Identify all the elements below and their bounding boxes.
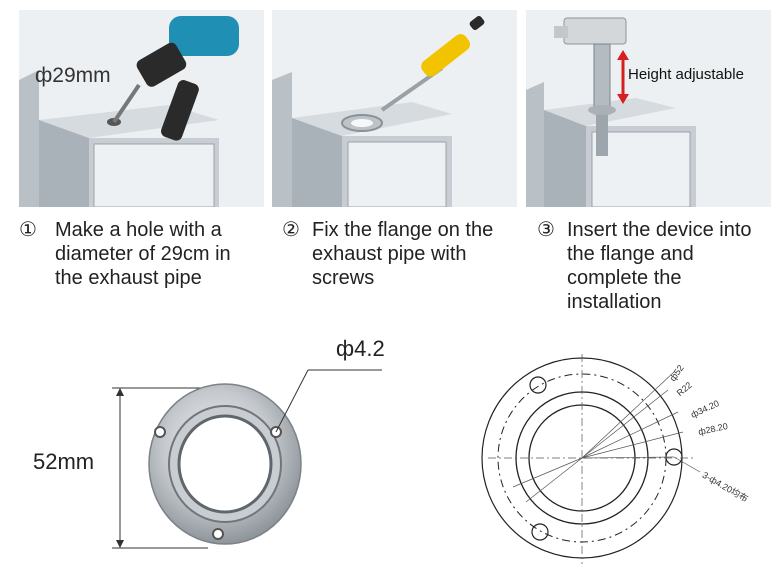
hole-diameter-label: ф29mm bbox=[35, 64, 111, 87]
step-2-number: ② bbox=[282, 219, 300, 241]
drill-icon bbox=[112, 16, 239, 141]
step-1-number: ① bbox=[19, 219, 37, 241]
device-icon bbox=[554, 17, 627, 156]
step-1-text: Make a hole with a diameter of 29cm in t… bbox=[55, 219, 231, 289]
height-adjustable-label: Height adjustable bbox=[628, 66, 744, 83]
step-2-text: Fix the flange on the exhaust pipe with … bbox=[312, 219, 494, 289]
step-3-number: ③ bbox=[537, 219, 555, 241]
flange-height-label: 52mm bbox=[33, 449, 95, 474]
height-arrow-icon bbox=[617, 50, 629, 104]
photo-drilling bbox=[19, 10, 264, 207]
photo-screwing bbox=[272, 10, 517, 207]
screw-hole-1 bbox=[154, 426, 166, 438]
photo-device-installed bbox=[526, 10, 771, 207]
step-3-text: Insert the device into the flange and co… bbox=[567, 219, 752, 313]
technical-drawing bbox=[481, 354, 701, 564]
hole-size-label: ф4.2 bbox=[336, 336, 385, 361]
screw-hole-3 bbox=[212, 528, 224, 540]
flange-illustration bbox=[112, 369, 382, 549]
screwdriver-icon bbox=[380, 15, 485, 112]
